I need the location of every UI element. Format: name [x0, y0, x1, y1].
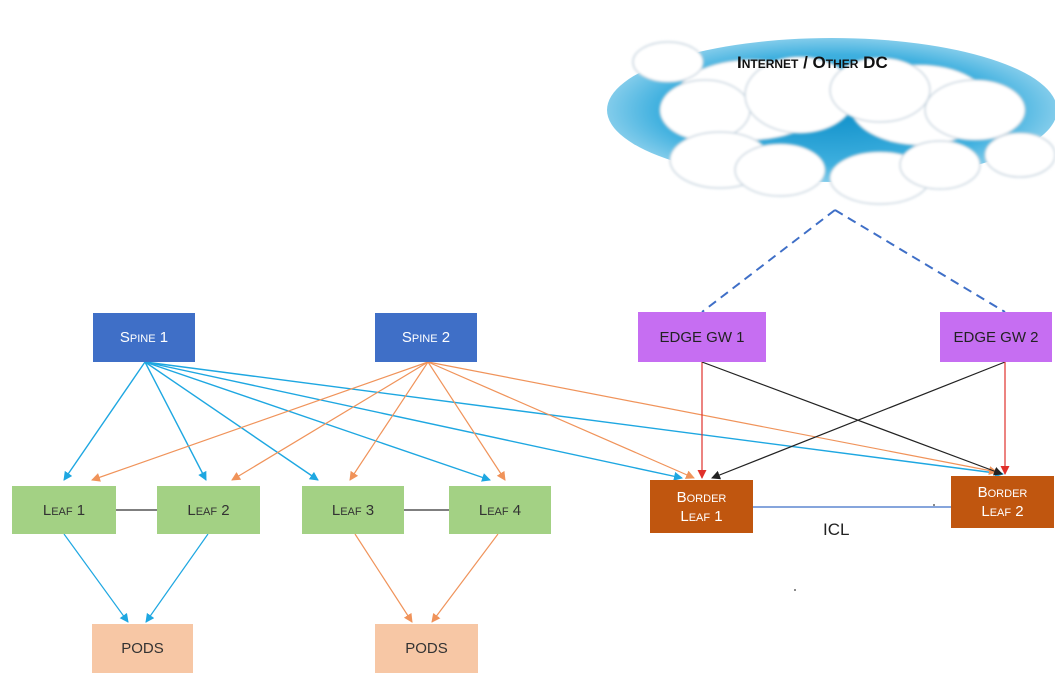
border-leaf1-line1: Border [676, 488, 727, 506]
cloud-edge2-link [834, 209, 1006, 313]
spine1-leaf3-link [144, 361, 319, 481]
leaf1-pods1-link [63, 533, 129, 623]
spine1-links [63, 361, 1004, 482]
spine1-border2-link [144, 361, 1004, 478]
leaf3-pods2-link [354, 533, 413, 623]
spine2-border2-link [427, 361, 998, 475]
stray-dot [933, 504, 935, 506]
peer-links [116, 506, 951, 511]
spine2-links [91, 361, 998, 482]
edge-gw1-node[interactable]: EDGE GW 1 [638, 312, 766, 362]
cloud-links [701, 209, 1006, 313]
edge-links [697, 361, 1010, 480]
edge2-border1-link [711, 361, 1006, 480]
edge-gw2-node[interactable]: EDGE GW 2 [940, 312, 1052, 362]
icl-label: ICL [823, 520, 850, 539]
pods2-node[interactable]: PODS [375, 624, 478, 673]
cloud-title: Internet / Other DC [737, 53, 888, 72]
cloud-edge1-link [701, 209, 836, 313]
spine2-leaf3-link [349, 361, 429, 481]
spine1-leaf2-link [144, 361, 207, 481]
edge1-border2-link [701, 361, 1003, 476]
border-leaf2-line2: Leaf 2 [981, 503, 1024, 520]
pods1-node[interactable]: PODS [92, 624, 193, 673]
spine2-border1-link [427, 361, 695, 479]
leaf4-pods2-link [431, 533, 499, 623]
leaf3-node[interactable]: Leaf 3 [302, 486, 404, 534]
cloud-illustration [607, 38, 1055, 205]
spine2-leaf4-link [427, 361, 506, 481]
leaf2-node[interactable]: Leaf 2 [157, 486, 260, 534]
leaf-pods-links [63, 533, 499, 623]
leaf4-node[interactable]: Leaf 4 [449, 486, 551, 534]
spine1-node[interactable]: Spine 1 [93, 313, 195, 362]
spine2-leaf1-link [91, 361, 429, 482]
border-leaf2-line1: Border [977, 484, 1028, 501]
spine2-leaf2-link [231, 361, 429, 481]
border-leaf2-node[interactable]: Border Leaf 2 [951, 476, 1054, 528]
leaf1-node[interactable]: Leaf 1 [12, 486, 116, 534]
stray-dot [794, 589, 796, 591]
leaf2-pods1-link [145, 533, 209, 623]
spine1-leaf4-link [144, 361, 491, 482]
border-leaf1-line2: Leaf 1 [680, 507, 723, 525]
spine1-leaf1-link [63, 361, 146, 481]
spine2-node[interactable]: Spine 2 [375, 313, 477, 362]
spine1-border1-link [144, 361, 683, 481]
border-leaf1-node[interactable]: Border Leaf 1 [650, 480, 753, 533]
